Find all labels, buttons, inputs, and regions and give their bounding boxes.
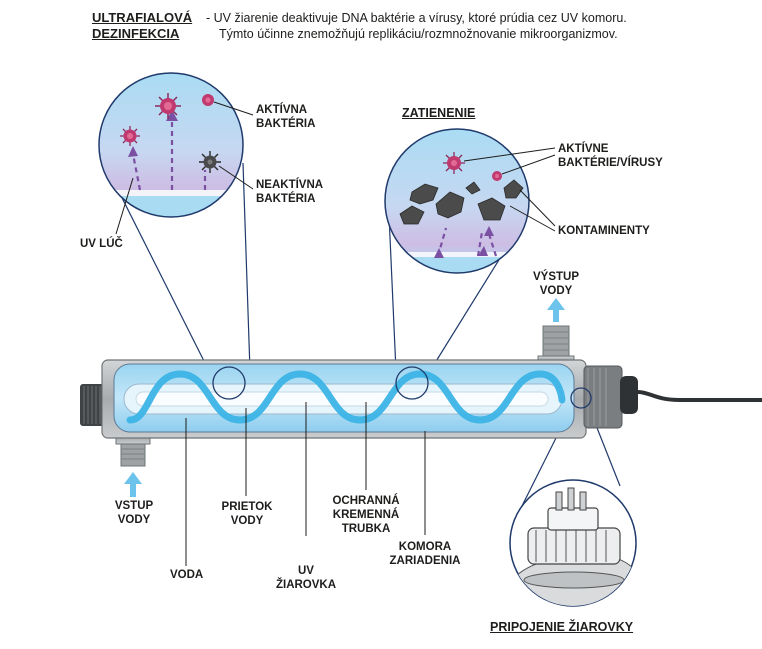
description-line-2: Týmto účinne znemožňujú replikáciu/rozmn… [219, 27, 618, 41]
inactive-bacteria-icon [199, 151, 221, 173]
lens-uv-disinfection [98, 72, 254, 235]
active-virus-icon [443, 152, 502, 181]
label-quartz-sleeve: OCHRANNÁ KREMENNÁ TRUBKA [332, 495, 400, 535]
contaminant-particles [399, 179, 524, 225]
label-active-viruses: AKTÍVNE BAKTÉRIE/VÍRUSY [558, 143, 663, 169]
lens-lamp-connection [509, 479, 637, 607]
leader-lines [185, 402, 426, 566]
label-uv-ray: UV LÚČ [80, 238, 123, 250]
label-water: VODA [170, 569, 204, 581]
label-water-outlet: VÝSTUP VODY [532, 271, 579, 297]
label-active-bacteria: AKTÍVNA BAKTÉRIA [256, 104, 316, 130]
uv-ray-arrows [131, 118, 207, 191]
inlet-arrow-icon [124, 472, 142, 497]
title-line-1: ULTRAFIALOVÁ [92, 10, 193, 25]
label-shading: ZATIENENIE [402, 106, 476, 120]
label-device-chamber: KOMORA ZARIADENIA [389, 541, 461, 567]
description-line-1: - UV žiarenie deaktivuje DNA baktérie a … [206, 11, 627, 25]
outlet-arrow-icon [547, 298, 565, 322]
label-contaminants: KONTAMINENTY [558, 225, 650, 237]
label-water-inlet: VSTUP VODY [114, 500, 154, 526]
label-inactive-bacteria: NEAKTÍVNA BAKTÉRIA [256, 179, 324, 205]
title-line-2: DEZINFEKCIA [92, 26, 180, 41]
label-lamp-connection: PRIPOJENIE ŽIAROVKY [490, 620, 634, 634]
uv-chamber-assembly [80, 325, 762, 467]
lens-shading [384, 128, 556, 274]
active-bacteria-icon [120, 93, 214, 146]
water-flow-helix [126, 370, 566, 424]
label-water-flow: PRIETOK VODY [221, 501, 273, 527]
label-uv-lamp: UV ŽIAROVKA [275, 565, 337, 591]
